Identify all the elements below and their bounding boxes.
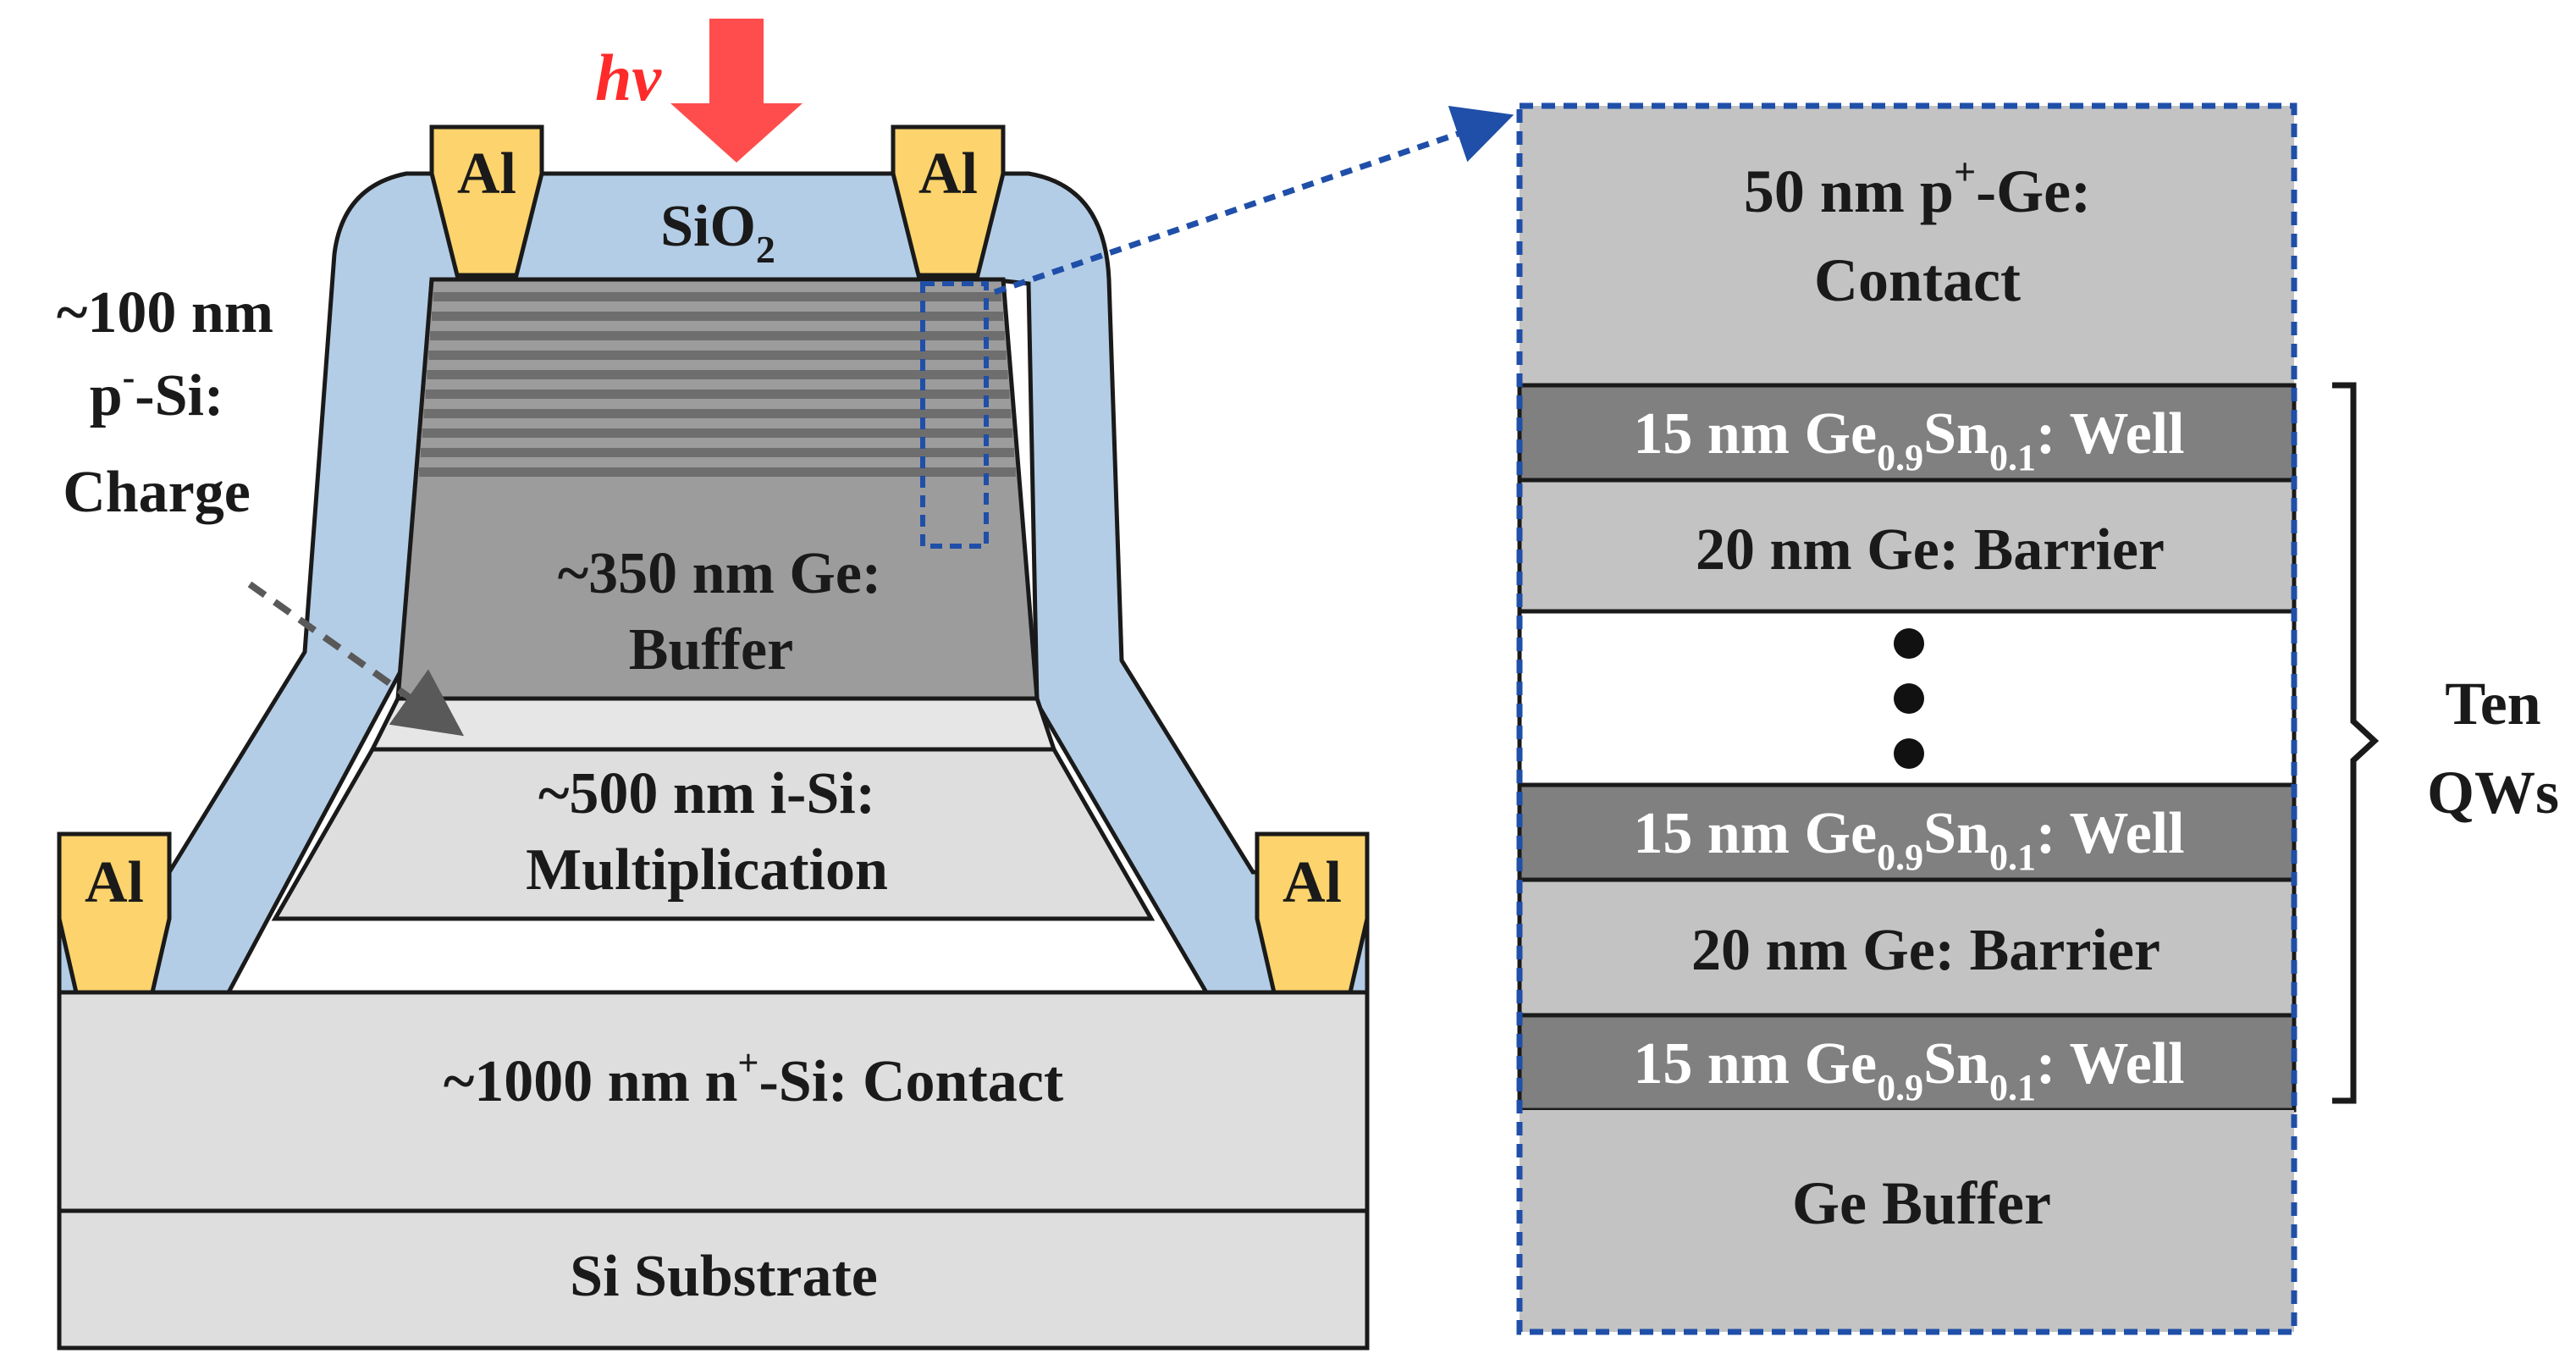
charge-label-line2: p--Si: [90,356,224,428]
qw-stripe [431,312,1004,321]
zoom-region-box [920,281,989,549]
stack-well-2 [1517,782,2297,882]
stack-outline [1516,102,2297,1335]
well-label-3: 15 nm Ge0.9Sn0.1: Well [1633,1031,2184,1108]
contact-label: ~1000 nm n+-Si: Contact [444,1042,1063,1114]
layer-stack [1516,102,2297,1335]
al-label-top-right: Al [918,141,978,207]
stack-top-contact [1520,106,2294,385]
qw-bracket [2332,382,2380,1104]
ellipsis-dot [1894,738,1924,769]
qw-stripe [420,448,1015,457]
charge-label-line1: ~100 nm [57,280,273,345]
barrier-label-2: 20 nm Ge: Barrier [1691,918,2160,983]
al-label-bottom-left: Al [85,850,144,915]
qw-stripe [430,331,1005,340]
al-label-top-left: Al [457,141,516,207]
buffer-label-line2: Buffer [629,617,793,682]
charge-layer [368,696,1057,752]
qw-stripe [419,467,1016,477]
oxide-layer [57,171,1370,995]
stack-top-contact-line1: 50 nm p+-Ge: [1744,150,2091,225]
al-electrode-top-right [891,124,1006,278]
charge-label-line3: Charge [63,460,251,525]
ellipsis-dot [1894,628,1924,659]
zoom-arrow [993,105,1514,296]
oxide-label: SiO2 [660,194,775,271]
al-electrode-bottom-left [57,831,172,995]
stack-bottom-label: Ge Buffer [1792,1169,2051,1237]
charge-pointer-arrow [247,581,465,737]
stack-top-contact-line2: Contact [1814,246,2021,314]
al-electrode-bottom-right [1255,831,1370,995]
barrier-label-1: 20 nm Ge: Barrier [1696,517,2165,583]
light-symbol-label: hv [595,41,662,114]
qw-stripe [423,409,1012,418]
qw-stripe [428,351,1007,360]
stack-ge-buffer [1520,1110,2294,1332]
qw-stripe [433,292,1002,301]
al-electrode-top-left [429,124,544,278]
substrate-layer [57,1208,1370,1351]
quantum-well-stripes [419,292,1016,477]
substrate-label: Si Substrate [570,1244,878,1309]
bracket-label-line1: Ten [2445,670,2540,737]
stack-barrier-1 [1517,478,2297,614]
contact-layer [57,990,1370,1213]
al-label-bottom-right: Al [1282,850,1342,915]
well-label-1: 15 nm Ge0.9Sn0.1: Well [1633,401,2184,478]
qw-stripe [422,428,1013,438]
ellipsis-dot [1894,683,1924,714]
qw-stripe [427,370,1008,379]
qw-stripe [425,389,1010,399]
bracket-label-line2: QWs [2427,759,2559,826]
buffer-label-line1: ~350 nm Ge: [558,541,881,606]
multiplication-label-line2: Multiplication [526,837,888,903]
stack-ellipsis [1894,628,1924,769]
multiplication-label-line1: ~500 nm i-Si: [538,761,875,826]
incident-light-arrow [670,19,803,163]
ge-buffer-layer [395,277,1040,701]
well-label-2: 15 nm Ge0.9Sn0.1: Well [1633,801,2184,878]
